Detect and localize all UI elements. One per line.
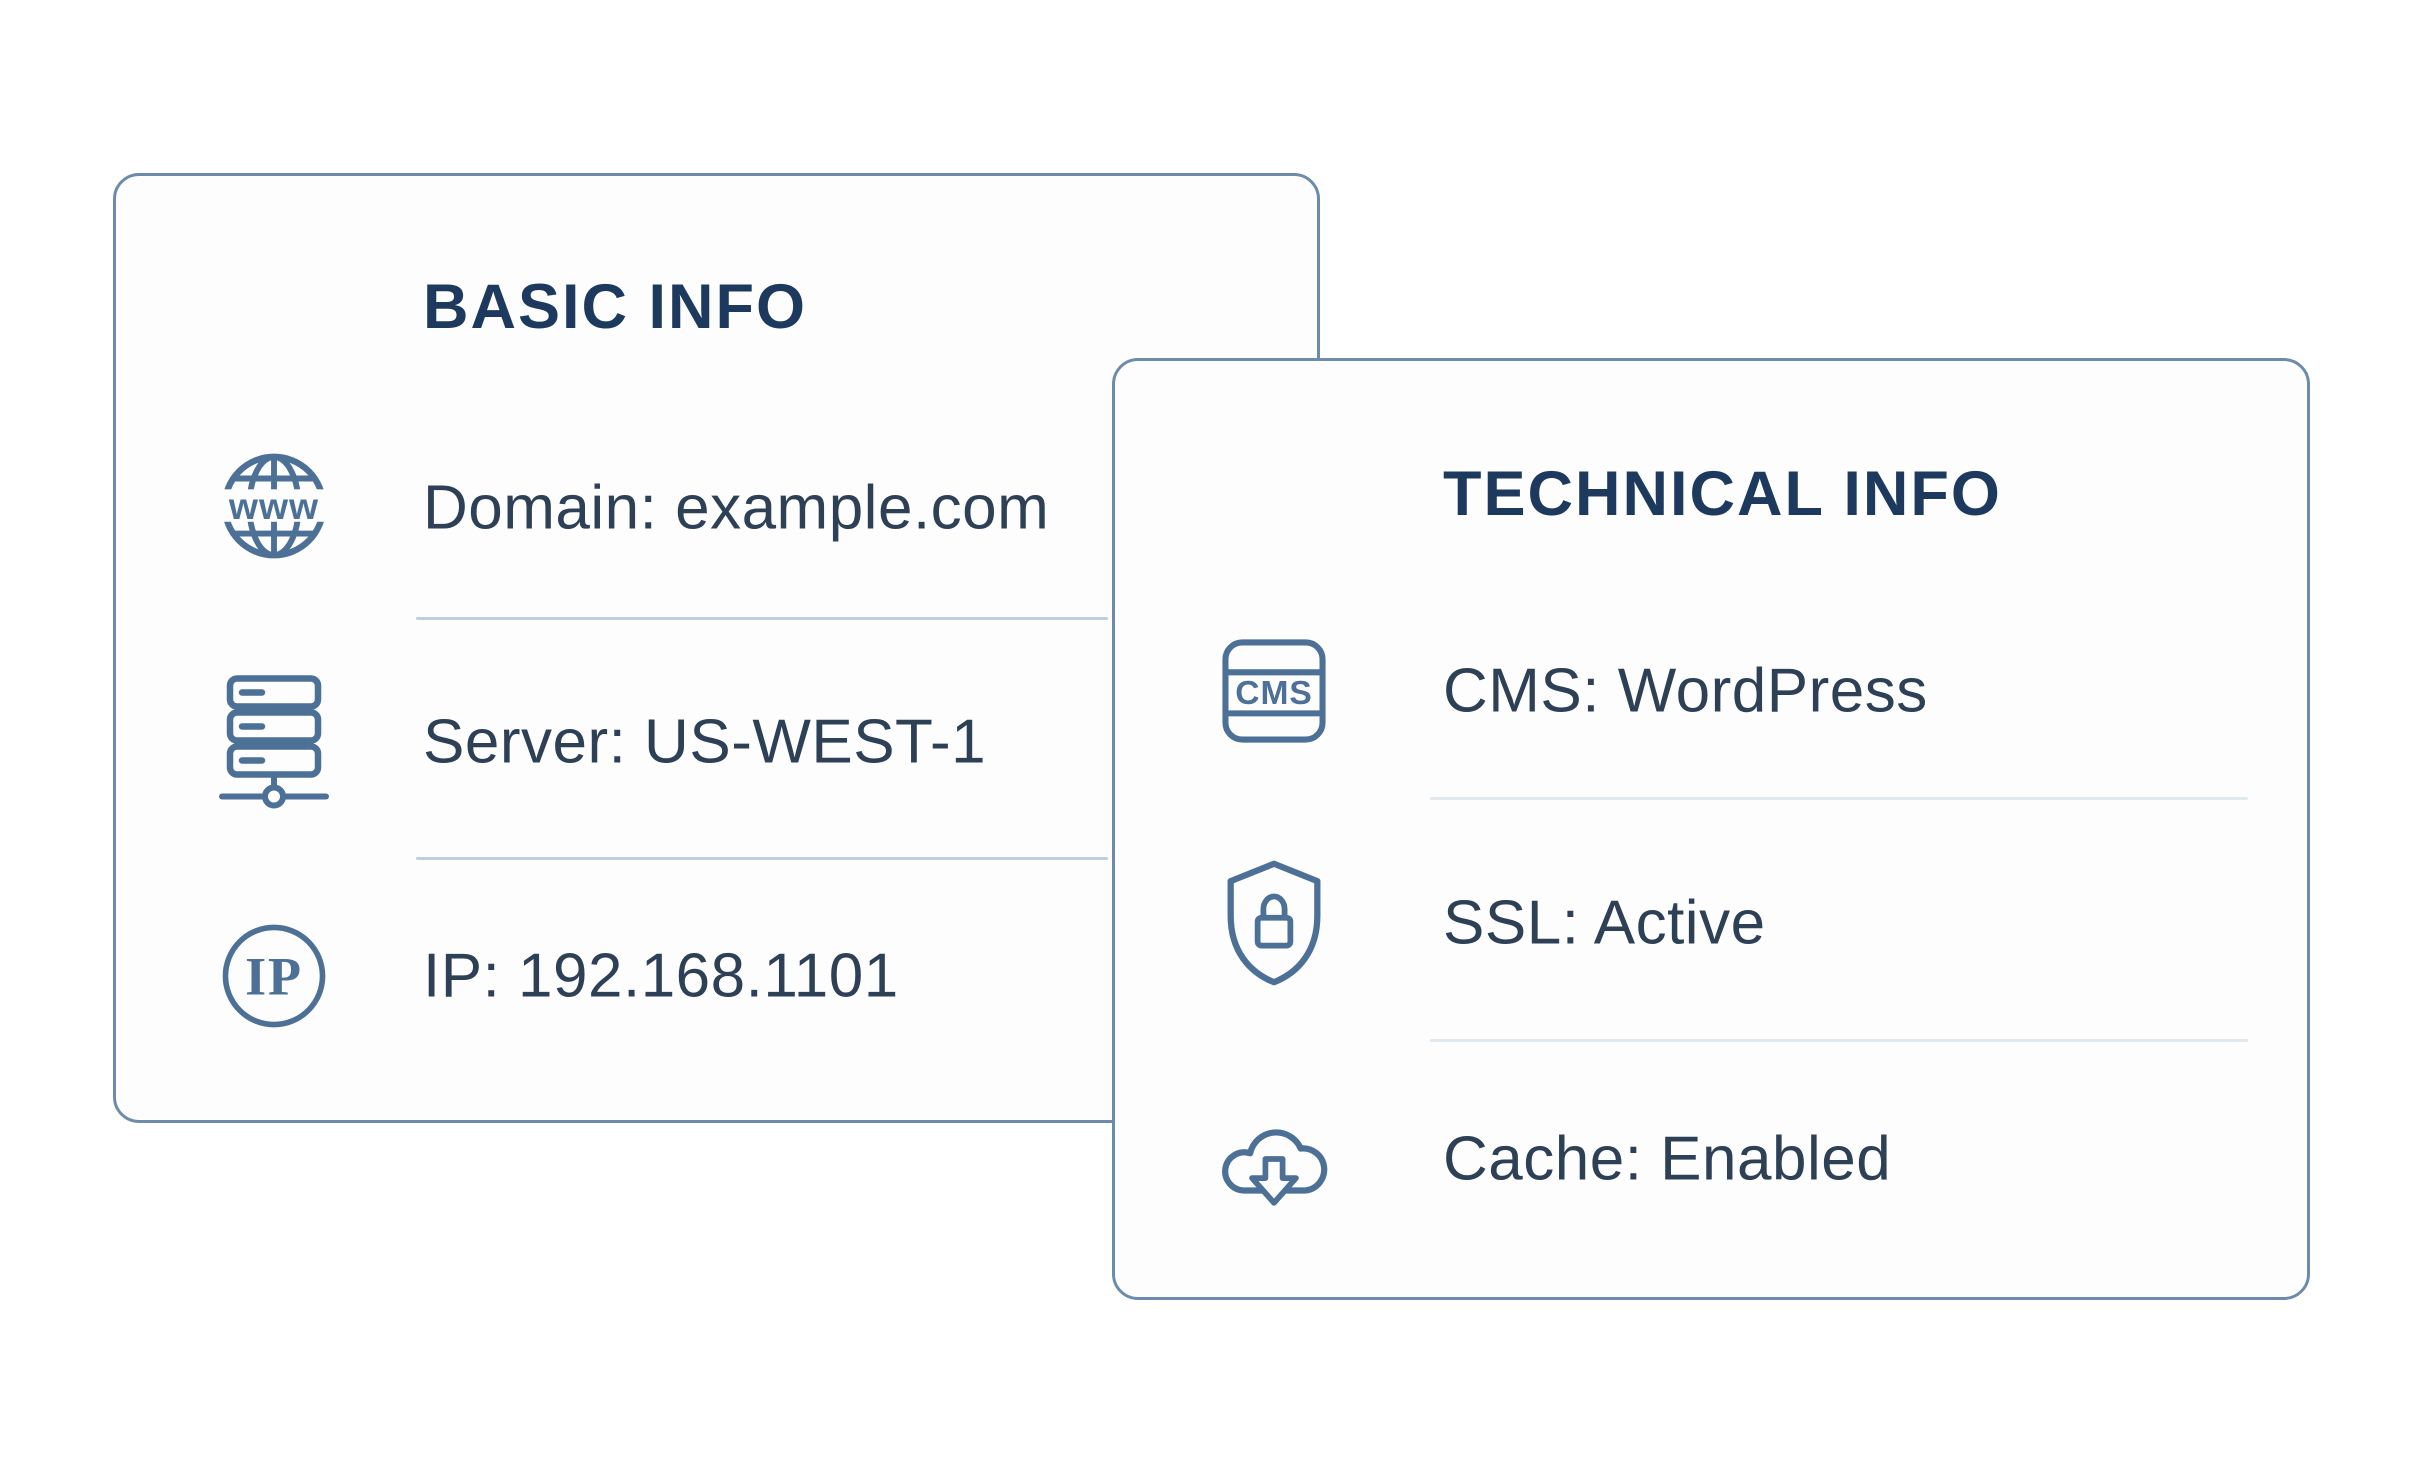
row-domain: www Domain: example.com — [116, 428, 1317, 588]
row-server: Server: US-WEST-1 — [116, 662, 1317, 822]
row-cache: Cache: Enabled — [1115, 1079, 2307, 1239]
cms-value: CMS: WordPress — [1443, 656, 1928, 726]
cache-value: Cache: Enabled — [1443, 1124, 1892, 1194]
technical-info-title: TECHNICAL INFO — [1443, 459, 2002, 529]
ssl-value: SSL: Active — [1443, 888, 1766, 958]
ssl-shield-icon — [1212, 858, 1336, 988]
cache-cloud-icon — [1212, 1101, 1336, 1217]
globe-www-text: www — [228, 485, 319, 527]
ip-value: IP: 192.168.1101 — [423, 941, 899, 1011]
ip-badge-icon: IP — [212, 920, 336, 1032]
technical-info-card: TECHNICAL INFO CMS CMS: WordPress SSL: A… — [1112, 358, 2310, 1300]
divider — [1430, 797, 2248, 800]
row-ip: IP IP: 192.168.1101 — [116, 896, 1317, 1056]
row-ssl: SSL: Active — [1115, 843, 2307, 1003]
divider — [416, 617, 1108, 620]
cms-box-text: CMS — [1235, 675, 1312, 712]
divider — [1430, 1039, 2248, 1042]
ip-badge-text: IP — [245, 947, 303, 1007]
globe-www-icon: www — [212, 449, 336, 567]
row-cms: CMS CMS: WordPress — [1115, 611, 2307, 771]
basic-info-title: BASIC INFO — [423, 272, 808, 342]
server-value: Server: US-WEST-1 — [423, 707, 987, 777]
divider — [416, 857, 1108, 860]
cms-box-icon: CMS — [1212, 635, 1336, 747]
domain-value: Domain: example.com — [423, 473, 1050, 543]
server-icon — [212, 675, 336, 810]
